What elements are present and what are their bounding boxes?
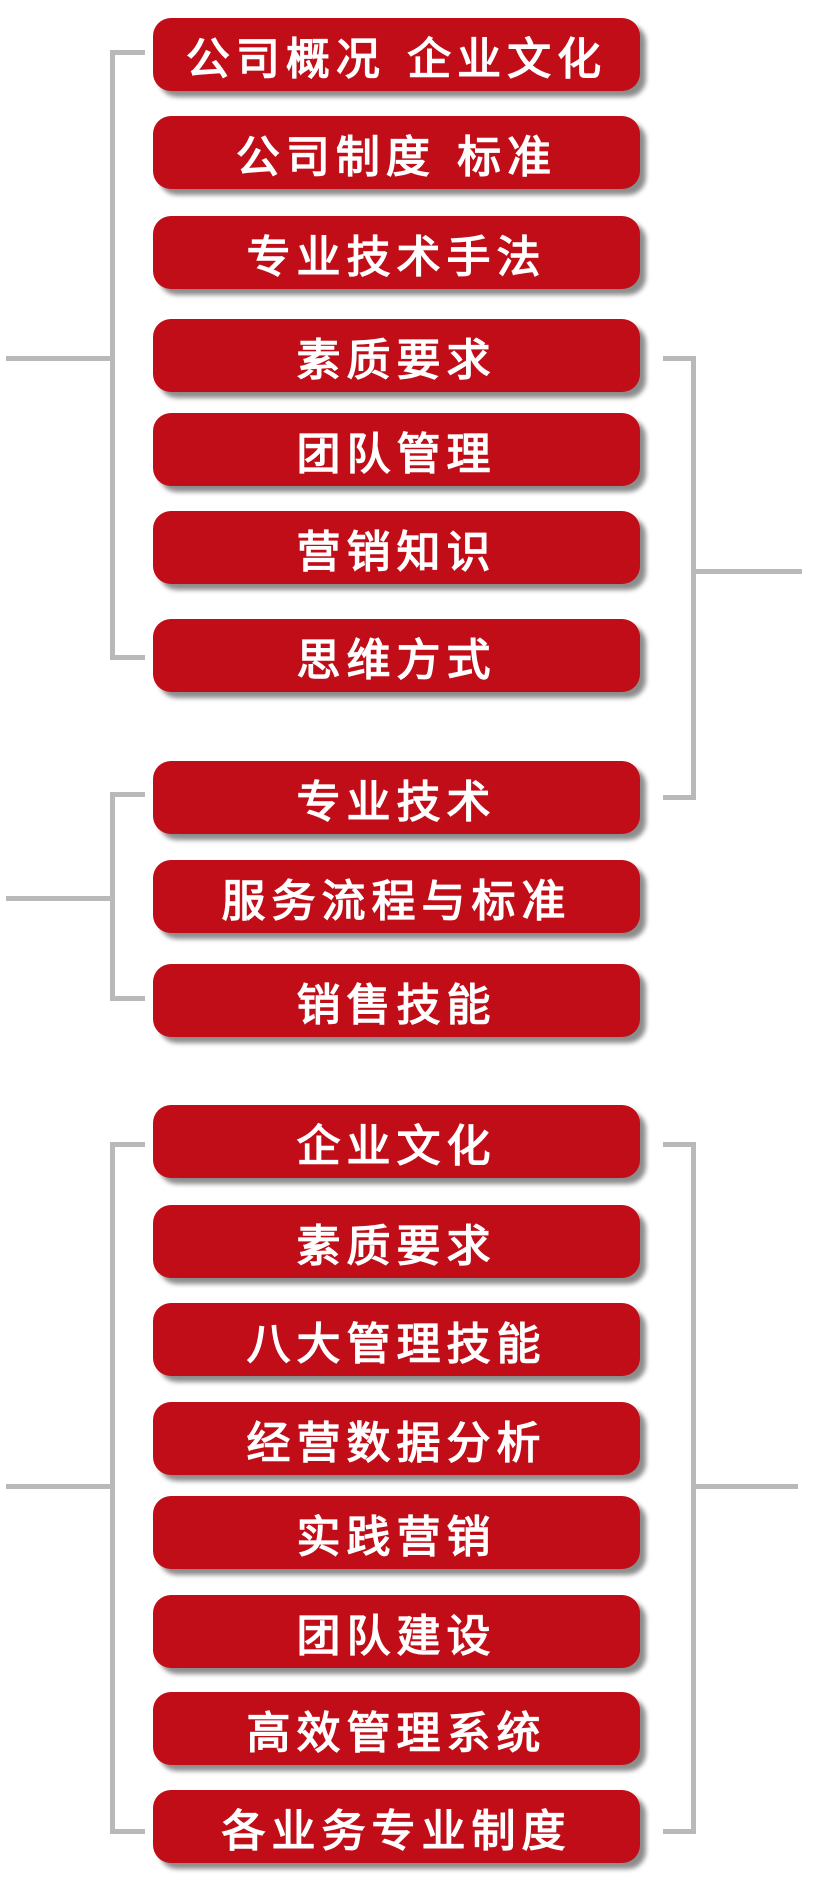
connector-line [663,795,696,800]
node-quality-requirements-2: 素质要求 [153,1205,640,1278]
connector-line [663,356,696,361]
node-corporate-culture: 企业文化 [153,1105,640,1178]
connector-line [110,792,115,1001]
connector-line [110,655,145,660]
node-professional-tech: 专业技术 [153,761,640,834]
connector-line [110,1829,145,1834]
node-team-building: 团队建设 [153,1595,640,1668]
connector-line [663,1142,696,1147]
connector-line [110,50,115,660]
node-thinking: 思维方式 [153,619,640,692]
node-company-rules: 公司制度 标准 [153,116,640,189]
node-marketing-knowledge: 营销知识 [153,511,640,584]
node-management-skills: 八大管理技能 [153,1303,640,1376]
connector-line [110,996,145,1001]
connector-line [691,569,802,574]
node-technical-methods: 专业技术手法 [153,216,640,289]
node-company-overview-culture: 公司概况 企业文化 [153,18,640,91]
connector-line [6,356,112,361]
node-sales-skills: 销售技能 [153,964,640,1037]
connector-line [110,50,145,55]
node-management-system: 高效管理系统 [153,1692,640,1765]
connector-line [663,1829,696,1834]
connector-line [691,1484,798,1489]
connector-line [6,896,112,901]
connector-line [110,792,145,797]
node-quality-requirements: 素质要求 [153,319,640,392]
node-team-management: 团队管理 [153,413,640,486]
node-business-rules: 各业务专业制度 [153,1790,640,1863]
node-data-analysis: 经营数据分析 [153,1402,640,1475]
connector-line [691,356,696,800]
node-practical-marketing: 实践营销 [153,1496,640,1569]
connector-line [110,1142,115,1834]
connector-line [110,1142,145,1147]
connector-line [6,1484,112,1489]
node-service-process: 服务流程与标准 [153,860,640,933]
